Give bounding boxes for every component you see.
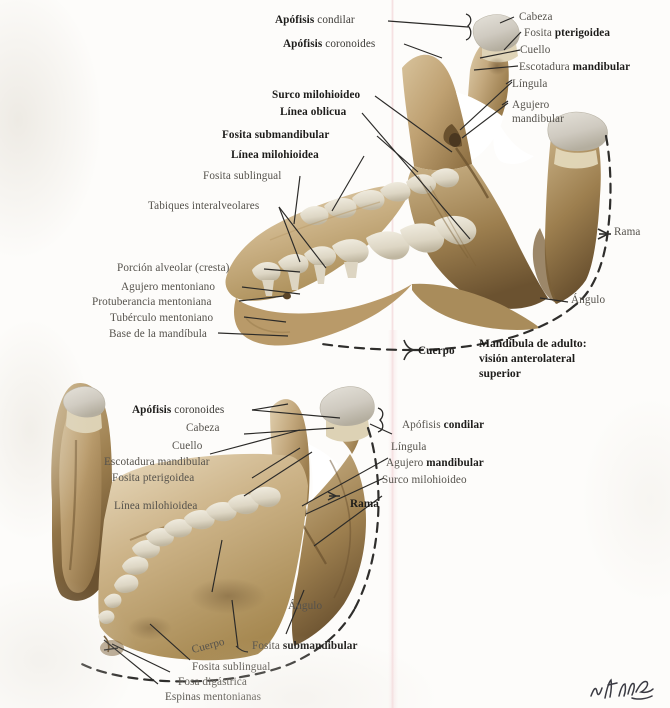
region-label-rama-upper: Rama — [614, 226, 641, 238]
label-fosita-submandibular-lower: Fosita submandibular — [252, 640, 358, 652]
region-label-angulo-lower: Ángulo — [288, 600, 323, 612]
label-fosita-pterigoidea: Fosita pterigoidea — [524, 27, 611, 39]
label-linea-oblicua: Línea oblicua — [280, 106, 347, 118]
label-fosita-submandibular: Fosita submandibular — [222, 129, 330, 141]
label-agujero-mentoniano: Agujero mentoniano — [121, 281, 216, 293]
label-cabeza: Cabeza — [519, 11, 553, 23]
label-cuello-lower: Cuello — [172, 440, 203, 452]
label-protuberancia-mentoniana: Protuberancia mentoniana — [92, 296, 212, 308]
label-cabeza-lower: Cabeza — [186, 422, 220, 434]
region-label-cuerpo-upper: Cuerpo — [418, 345, 455, 357]
label-apofisis-condilar-lower: Apófisis condilar — [402, 419, 485, 431]
label-lingula-lower: Língula — [391, 441, 427, 453]
label-agujero-mandibular: Agujero mandibular — [512, 99, 564, 125]
label-fosita-pterigoidea-lower: Fosita pterigoidea — [112, 472, 195, 484]
region-label-angulo-upper: Ángulo — [571, 294, 606, 306]
label-porcion-alveolar: Porción alveolar (cresta) — [117, 262, 230, 274]
label-cuello: Cuello — [520, 44, 551, 56]
label-lingula: Língula — [512, 78, 548, 90]
label-escotadura-mandibular: Escotadura mandibular — [519, 61, 631, 73]
label-linea-milohioidea: Línea milohioidea — [231, 149, 319, 161]
label-surco-milohioideo: Surco milohioideo — [272, 89, 361, 101]
figure-caption-upper: Mandíbula de adulto: visión anterolatera… — [479, 337, 587, 381]
label-agujero-mandibular-lower: Agujero mandibular — [386, 457, 484, 469]
label-fosita-sublingual: Fosita sublingual — [203, 170, 282, 182]
label-surco-milohioideo-lower: Surco milohioideo — [382, 474, 467, 486]
label-apofisis-condilar: Apófisis condilar — [275, 14, 355, 26]
label-fosa-digastrica-lower: Fosa digástrica — [178, 676, 247, 688]
label-tuberculo-mentoniano: Tubérculo mentoniano — [110, 312, 214, 324]
label-base-de-la-mandibula: Base de la mandíbula — [109, 328, 207, 340]
label-fosita-sublingual-lower: Fosita sublingual — [192, 661, 271, 673]
artist-signature — [590, 678, 654, 700]
region-label-rama-lower: Rama — [350, 498, 379, 510]
label-espinas-mentonianas-lower: Espinas mentonianas — [165, 691, 262, 703]
label-linea-milohioidea-lower: Línea milohioidea — [114, 500, 198, 512]
label-tabiques-interalveolares: Tabiques interalveolares — [148, 200, 260, 212]
label-escotadura-mandibular-lower: Escotadura mandibular — [104, 456, 210, 468]
label-apofisis-coronoides-lower: Apófisis coronoides — [132, 404, 225, 416]
label-apofisis-coronoides: Apófisis coronoides — [283, 38, 376, 50]
